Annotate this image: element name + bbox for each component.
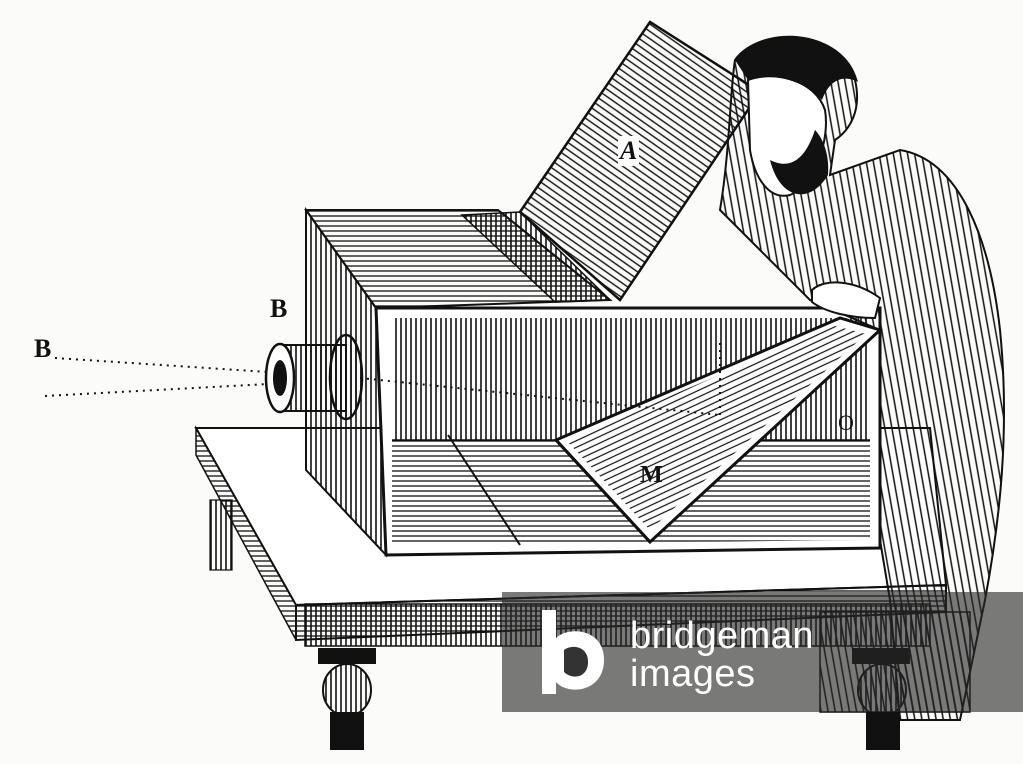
- table-leg-back: [209, 499, 233, 571]
- lens-label: B: [270, 294, 288, 323]
- light-rays: [44, 340, 721, 416]
- ray-label: B: [34, 334, 52, 363]
- inner-label: O: [838, 410, 854, 435]
- mirror-label: M: [640, 462, 663, 488]
- watermark-line-1: bridgeman: [630, 615, 815, 657]
- lens: [264, 333, 364, 421]
- bridgeman-b-logo-icon: [542, 610, 604, 694]
- watermark-banner: bridgeman images: [502, 592, 1023, 712]
- table-leg-left: [318, 648, 376, 750]
- board-label: A: [618, 136, 640, 166]
- watermark-line-2: images: [630, 653, 756, 695]
